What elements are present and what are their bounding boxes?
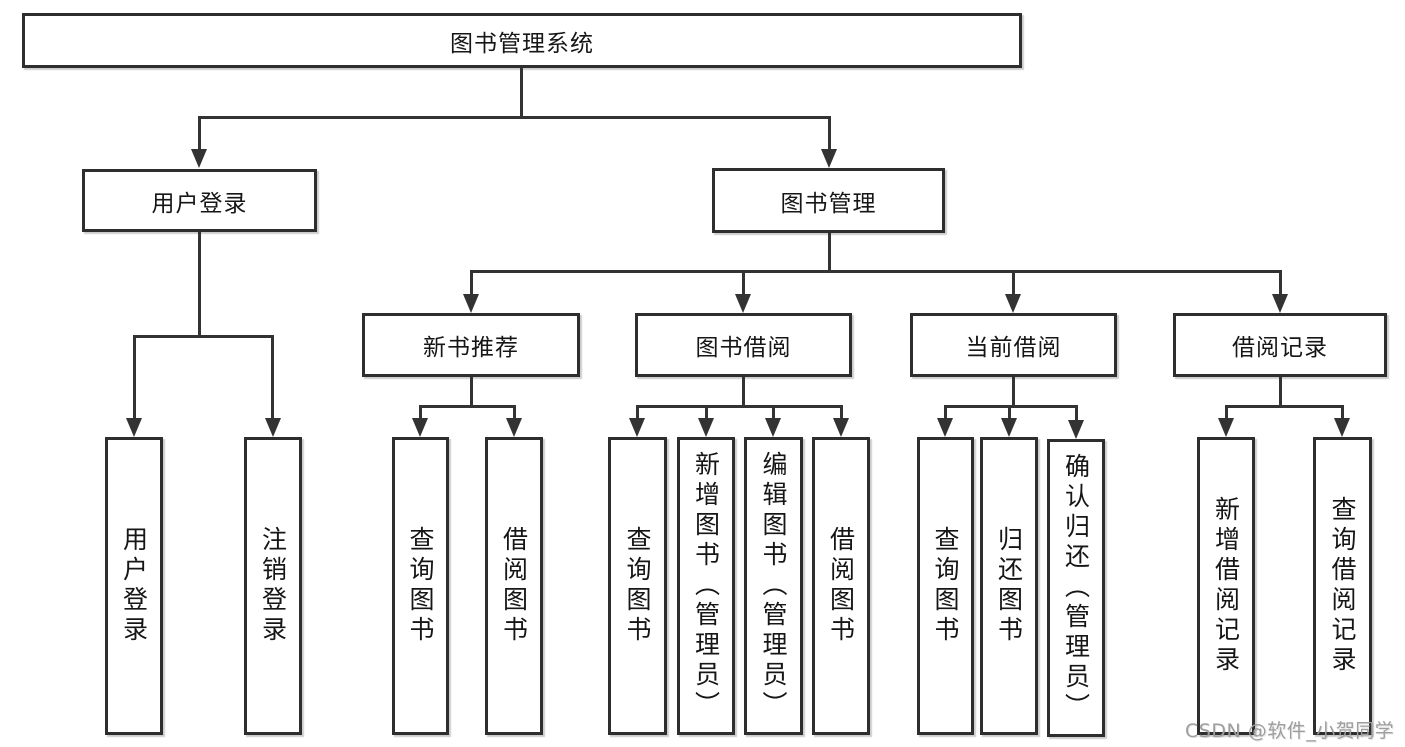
arrow-down-icon — [265, 418, 281, 437]
csdn-watermark: CSDN @软件_小贺同学 — [1185, 720, 1395, 742]
leaf-label: 查询图书 — [406, 526, 435, 646]
leaf-query-books-current: 查询图书 — [917, 437, 974, 735]
connector-line — [1012, 377, 1015, 408]
connector-line — [1225, 405, 1228, 422]
arrow-down-icon — [412, 418, 428, 437]
leaf-label: 确认归还（管理员） — [1061, 453, 1091, 723]
node-book-borrow-label: 图书借阅 — [695, 335, 792, 361]
leaf-add-book-admin: 新增图书（管理员） — [677, 437, 735, 735]
node-book-borrow: 图书借阅 — [635, 313, 852, 377]
leaf-label: 查询借阅记录 — [1328, 496, 1357, 676]
connector-line — [198, 116, 201, 154]
connector-line — [1341, 405, 1344, 422]
connector-line — [470, 377, 473, 408]
connector-line — [419, 405, 516, 408]
connector-line — [828, 116, 831, 154]
node-user-login: 用户登录 — [82, 169, 317, 232]
node-new-book-recommend: 新书推荐 — [362, 313, 580, 377]
node-new-book-recommend-label: 新书推荐 — [423, 335, 519, 361]
leaf-borrow-books-recommend: 借阅图书 — [485, 437, 543, 735]
node-book-management: 图书管理 — [712, 168, 945, 233]
leaf-confirm-return-admin: 确认归还（管理员） — [1047, 439, 1105, 737]
leaf-label: 借阅图书 — [499, 526, 529, 646]
connector-line — [944, 405, 947, 422]
leaf-return-book: 归还图书 — [980, 437, 1038, 735]
leaf-edit-book-admin: 编辑图书（管理员） — [744, 437, 803, 735]
connector-line — [742, 270, 745, 298]
connector-line — [1225, 405, 1344, 408]
connector-line — [772, 405, 775, 422]
leaf-logout: 注销登录 — [244, 437, 302, 735]
leaf-label: 新增借阅记录 — [1211, 496, 1241, 676]
leaf-label: 编辑图书（管理员） — [759, 451, 788, 721]
node-current-borrow-label: 当前借阅 — [965, 335, 1062, 361]
connector-line — [198, 116, 831, 119]
connector-line — [705, 405, 708, 422]
arrow-down-icon — [629, 418, 645, 437]
arrow-down-icon — [1005, 294, 1021, 313]
leaf-user-login: 用户登录 — [105, 437, 163, 735]
connector-line — [1075, 405, 1078, 424]
arrow-down-icon — [506, 418, 522, 437]
arrow-down-icon — [126, 418, 142, 437]
node-borrow-records: 借阅记录 — [1173, 313, 1387, 377]
arrow-down-icon — [833, 418, 849, 437]
arrow-down-icon — [765, 418, 781, 437]
node-root: 图书管理系统 — [22, 13, 1022, 68]
leaf-label: 查询图书 — [931, 526, 960, 646]
connector-line — [1008, 405, 1011, 422]
connector-line — [470, 270, 1282, 273]
leaf-label: 查询图书 — [623, 526, 652, 646]
leaf-label: 借阅图书 — [826, 526, 856, 646]
node-current-borrow: 当前借阅 — [910, 313, 1117, 377]
connector-line — [828, 233, 831, 273]
arrow-down-icon — [698, 418, 714, 437]
leaf-query-books-borrow: 查询图书 — [608, 437, 667, 735]
connector-line — [198, 232, 201, 338]
arrow-down-icon — [191, 149, 207, 168]
arrow-down-icon — [1272, 294, 1288, 313]
arrow-down-icon — [937, 418, 953, 437]
leaf-add-borrow-record: 新增借阅记录 — [1197, 437, 1255, 735]
node-book-management-label: 图书管理 — [780, 190, 877, 217]
arrow-down-icon — [1001, 418, 1017, 437]
connector-line — [742, 377, 745, 408]
leaf-label: 用户登录 — [119, 526, 149, 646]
connector-line — [470, 270, 473, 298]
connector-line — [513, 405, 516, 422]
connector-line — [1279, 377, 1282, 408]
node-root-label: 图书管理系统 — [450, 30, 594, 57]
connector-line — [133, 335, 136, 423]
connector-line — [271, 335, 274, 423]
connector-line — [133, 335, 274, 338]
leaf-query-borrow-record: 查询借阅记录 — [1313, 437, 1372, 735]
connector-line — [419, 405, 422, 422]
connector-line — [1012, 270, 1015, 298]
arrow-down-icon — [735, 294, 751, 313]
leaf-label: 新增图书（管理员） — [691, 451, 721, 721]
arrow-down-icon — [463, 294, 479, 313]
arrow-down-icon — [1068, 420, 1084, 439]
arrow-down-icon — [1218, 418, 1234, 437]
node-user-login-label: 用户登录 — [151, 190, 248, 217]
leaf-borrow-books-2: 借阅图书 — [812, 437, 870, 735]
connector-line — [520, 68, 523, 118]
node-borrow-records-label: 借阅记录 — [1232, 335, 1328, 361]
arrow-down-icon — [821, 149, 837, 168]
leaf-query-books-recommend: 查询图书 — [392, 437, 449, 735]
connector-line — [636, 405, 843, 408]
arrow-down-icon — [1334, 418, 1350, 437]
connector-line — [840, 405, 843, 422]
leaf-label: 注销登录 — [258, 526, 288, 646]
leaf-label: 归还图书 — [994, 526, 1024, 646]
connector-line — [636, 405, 639, 422]
connector-line — [1279, 270, 1282, 298]
